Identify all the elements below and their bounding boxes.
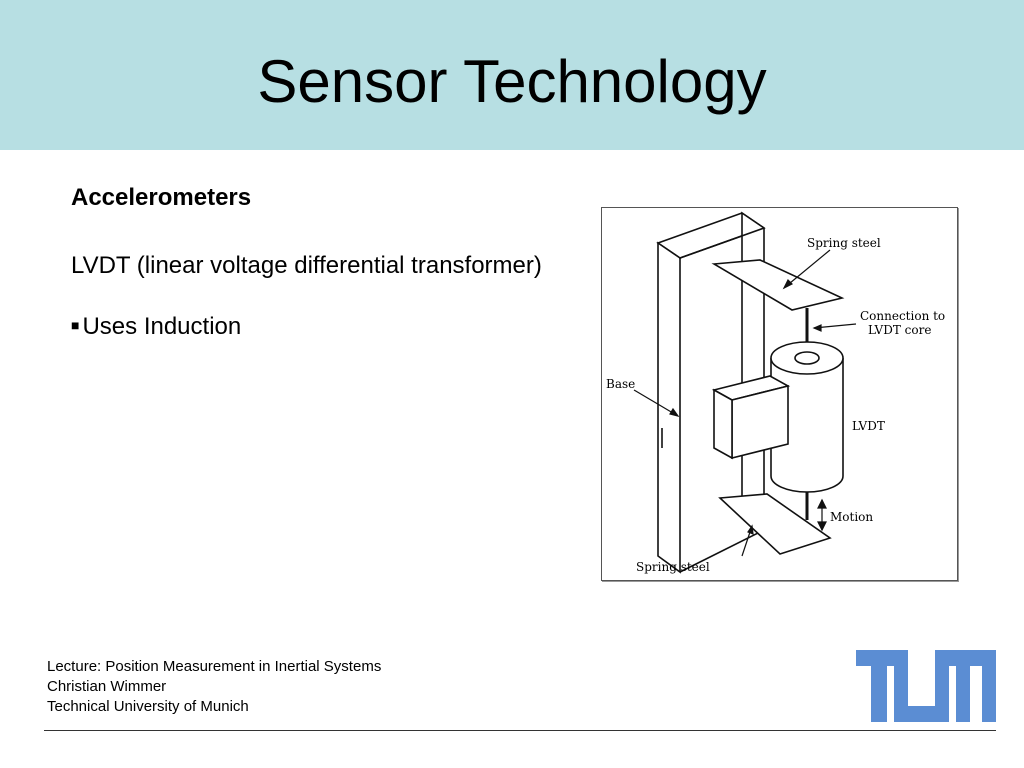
label-spring-steel-top: Spring steel	[807, 236, 881, 250]
section-heading: Accelerometers	[71, 184, 252, 211]
label-base: Base	[606, 377, 635, 391]
footer-university: Technical University of Munich	[47, 698, 249, 715]
label-spring-steel-bottom: Spring steel	[636, 560, 710, 574]
title-bar: Sensor Technology	[0, 0, 1024, 150]
label-lvdt: LVDT	[852, 419, 885, 433]
bullet-item: ■Uses Induction	[71, 313, 241, 341]
mounting-block	[711, 375, 791, 460]
square-bullet-icon: ■	[71, 317, 80, 333]
tum-logo	[856, 650, 996, 722]
label-motion: Motion	[830, 510, 873, 524]
lvdt-cylinder	[770, 341, 844, 493]
label-connection-line1: Connection to	[860, 309, 945, 323]
section-subtitle: LVDT (linear voltage differential transf…	[71, 252, 542, 279]
footer-lecture: Lecture: Position Measurement in Inertia…	[47, 658, 382, 675]
bullet-text: Uses Induction	[82, 313, 242, 340]
footer-author: Christian Wimmer	[47, 678, 167, 695]
footer-divider	[44, 730, 996, 731]
label-connection-line2: LVDT core	[868, 323, 931, 337]
slide-title: Sensor Technology	[257, 48, 767, 115]
spring-steel-bottom	[718, 493, 832, 555]
spring-steel-top	[711, 259, 845, 311]
footer-info: Lecture: Position Measurement in Inertia…	[47, 657, 381, 717]
lvdt-diagram: Spring steel Connection to LVDT core Bas…	[601, 207, 958, 581]
